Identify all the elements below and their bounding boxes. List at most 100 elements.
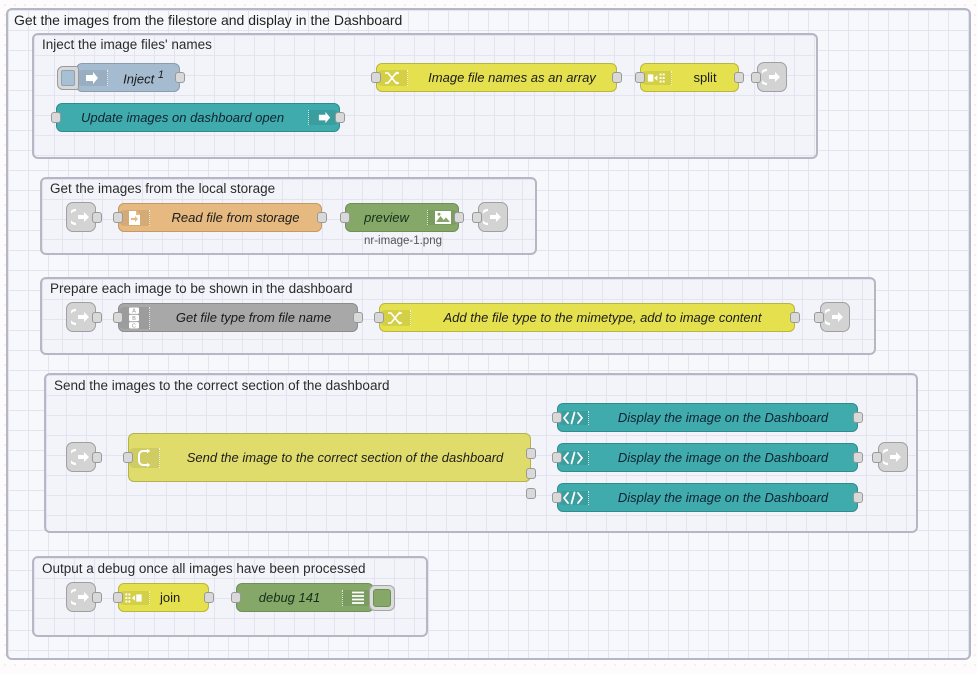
- node-input-port[interactable]: [113, 592, 123, 603]
- node-input-port[interactable]: [552, 452, 562, 463]
- inject-trigger-button[interactable]: [57, 65, 79, 90]
- node-output-port[interactable]: [317, 212, 327, 223]
- inject-node-label: Inject 1: [123, 68, 164, 87]
- link-in-node[interactable]: [66, 582, 102, 612]
- split-node[interactable]: split: [635, 63, 744, 92]
- node-input-port[interactable]: [552, 412, 562, 423]
- node-input-port[interactable]: [751, 71, 761, 83]
- node-output-port[interactable]: [92, 591, 102, 603]
- node-input-port[interactable]: [635, 72, 645, 83]
- ui-template-1-label: Display the image on the Dashboard: [617, 410, 829, 425]
- change-abc-icon: A B C: [119, 306, 150, 329]
- node-output-port-3[interactable]: [526, 488, 536, 499]
- node-input-port[interactable]: [113, 212, 123, 223]
- image-preview-icon: [427, 210, 458, 225]
- node-input-port[interactable]: [872, 451, 882, 463]
- node-output-port[interactable]: [92, 451, 102, 463]
- link-out-node[interactable]: [472, 202, 508, 232]
- node-input-port[interactable]: [113, 312, 123, 323]
- node-input-port[interactable]: [51, 112, 61, 123]
- group-inject-label: Inject the image files' names: [42, 37, 212, 52]
- change-shuffle-icon: [380, 309, 411, 326]
- node-output-port[interactable]: [204, 592, 214, 603]
- link-call-node[interactable]: Update images on dashboard open: [51, 103, 345, 132]
- change-node-mime[interactable]: Add the file type to the mimetype, add t…: [374, 303, 800, 332]
- node-output-port[interactable]: [853, 452, 863, 463]
- ui-template-1[interactable]: Display the image on the Dashboard: [552, 403, 863, 432]
- switch-icon: [129, 447, 160, 468]
- node-output-port[interactable]: [335, 112, 345, 123]
- change-node-array[interactable]: Image file names as an array: [371, 63, 622, 92]
- debug-node[interactable]: debug 141: [231, 583, 395, 612]
- node-output-port[interactable]: [92, 211, 102, 223]
- link-out-node[interactable]: [872, 442, 908, 472]
- node-output-port[interactable]: [353, 312, 363, 323]
- outer-group-label: Get the images from the filestore and di…: [14, 12, 403, 28]
- node-input-port[interactable]: [340, 212, 350, 223]
- file-read-node-label: Read file from storage: [171, 210, 300, 225]
- svg-text:B: B: [132, 316, 136, 322]
- join-node-label: join: [160, 590, 181, 605]
- link-in-icon: [71, 208, 89, 226]
- group-inject[interactable]: [32, 33, 818, 159]
- preview-node-sublabel: nr-image-1.png: [364, 235, 442, 247]
- node-input-port[interactable]: [123, 452, 133, 463]
- switch-node-label: Send the image to the correct section of…: [186, 450, 504, 465]
- change-shuffle-icon: [377, 69, 408, 86]
- node-output-port[interactable]: [454, 212, 464, 223]
- change-node-mime-label: Add the file type to the mimetype, add t…: [443, 310, 762, 325]
- join-node[interactable]: join: [113, 583, 214, 612]
- change-node-type[interactable]: A B C Get file type from file name: [113, 303, 363, 332]
- link-out-node[interactable]: [751, 62, 787, 92]
- preview-node[interactable]: preview: [340, 203, 464, 232]
- node-input-port[interactable]: [231, 592, 241, 603]
- link-out-icon: [825, 308, 843, 326]
- node-output-port[interactable]: [853, 412, 863, 423]
- node-output-port-1[interactable]: [526, 448, 536, 459]
- link-in-icon: [71, 588, 89, 606]
- change-node-type-label: Get file type from file name: [175, 310, 332, 325]
- node-input-port[interactable]: [371, 72, 381, 83]
- svg-text:C: C: [132, 323, 136, 329]
- link-in-node[interactable]: [66, 202, 102, 232]
- ui-template-2[interactable]: Display the image on the Dashboard: [552, 443, 863, 472]
- node-input-port[interactable]: [814, 311, 824, 323]
- debug-node-label: debug 141: [258, 590, 321, 605]
- inject-node[interactable]: Inject 1: [57, 63, 185, 92]
- switch-node[interactable]: Send the image to the correct section of…: [123, 433, 536, 499]
- node-output-port[interactable]: [853, 492, 863, 503]
- join-icon: [119, 590, 150, 605]
- code-tag-icon: [558, 490, 589, 505]
- ui-template-3[interactable]: Display the image on the Dashboard: [552, 483, 863, 512]
- link-out-icon: [883, 448, 901, 466]
- inject-arrow-icon: [77, 69, 108, 86]
- group-prepare-label: Prepare each image to be shown in the da…: [50, 281, 353, 296]
- node-input-port[interactable]: [374, 312, 384, 323]
- change-node-array-label: Image file names as an array: [428, 70, 596, 85]
- link-in-node[interactable]: [66, 442, 102, 472]
- debug-enable-toggle[interactable]: [369, 584, 395, 611]
- inject-button-square-icon: [61, 69, 75, 86]
- node-output-port[interactable]: [734, 72, 744, 83]
- node-output-port[interactable]: [612, 72, 622, 83]
- link-out-node[interactable]: [814, 302, 850, 332]
- node-output-port[interactable]: [790, 312, 800, 323]
- split-node-label: split: [693, 70, 717, 85]
- debug-lines-icon: [342, 589, 373, 606]
- link-out-arrow-icon: [308, 110, 339, 125]
- file-read-node[interactable]: Read file from storage: [113, 203, 327, 232]
- split-icon: [641, 70, 672, 85]
- link-call-node-label: Update images on dashboard open: [80, 110, 285, 125]
- node-output-port[interactable]: [92, 311, 102, 323]
- link-in-node[interactable]: [66, 302, 102, 332]
- node-output-port-2[interactable]: [526, 468, 536, 479]
- group-send-label: Send the images to the correct section o…: [54, 378, 390, 393]
- code-tag-icon: [558, 450, 589, 465]
- node-input-port[interactable]: [472, 211, 482, 223]
- link-in-icon: [71, 448, 89, 466]
- ui-template-3-label: Display the image on the Dashboard: [617, 490, 829, 505]
- node-output-port[interactable]: [175, 72, 185, 83]
- node-input-port[interactable]: [552, 492, 562, 503]
- code-tag-icon: [558, 410, 589, 425]
